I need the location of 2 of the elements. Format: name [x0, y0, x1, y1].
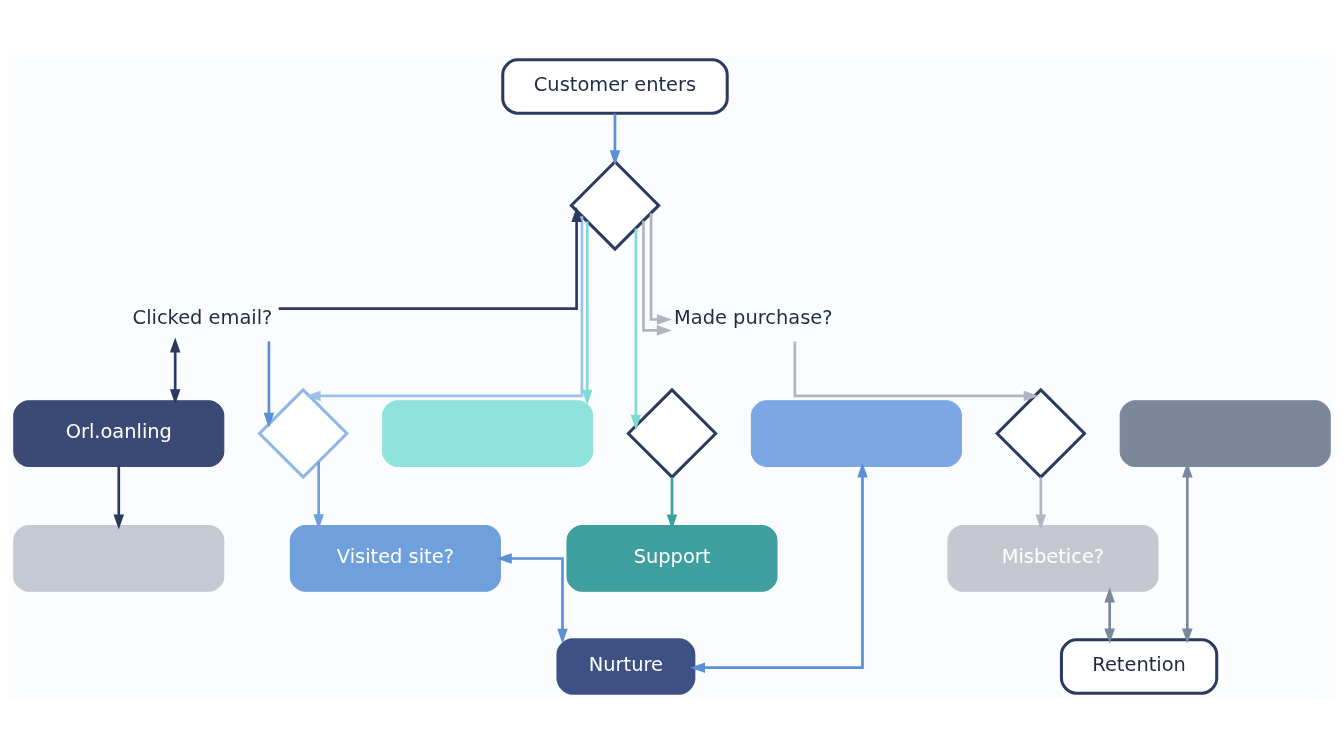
node-text: Made purchase? — [674, 305, 833, 329]
node-text: Clicked email? — [132, 305, 273, 329]
